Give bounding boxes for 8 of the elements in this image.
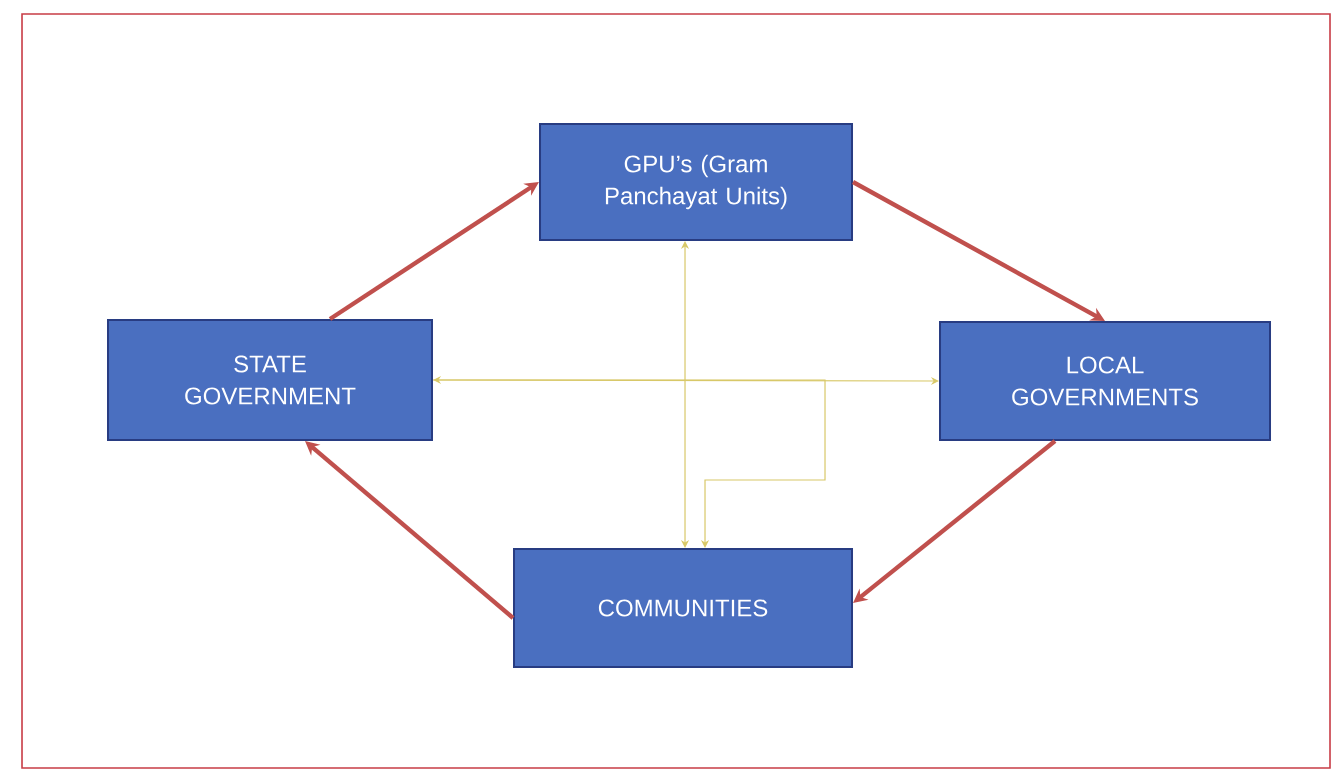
arrow — [432, 379, 826, 548]
arrow — [305, 441, 515, 620]
process-box: STATE GOVERNMENT — [107, 319, 433, 441]
arrow — [853, 439, 1057, 603]
arrow — [680, 241, 690, 548]
process-box: LOCAL GOVERNMENTS — [939, 321, 1271, 441]
process-box: COMMUNITIES — [513, 548, 853, 668]
process-box: GPU’s (Gram Panchayat Units) — [539, 123, 853, 241]
